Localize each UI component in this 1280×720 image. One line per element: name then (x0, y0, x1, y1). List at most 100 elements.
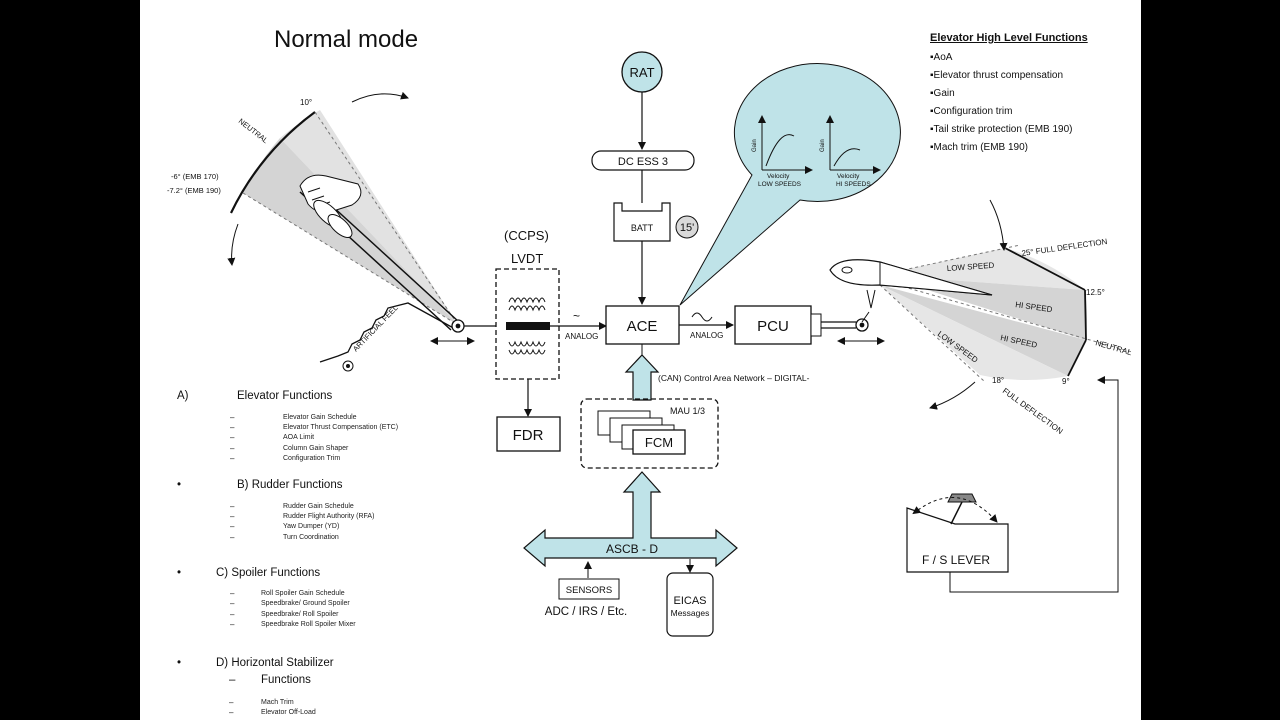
rat-label: RAT (629, 65, 654, 80)
ascb-bus (523, 471, 738, 568)
section-heading: B) Rudder Functions (237, 479, 343, 491)
lvdt-block: (CCPS) LVDT ~ ANALOG (495, 228, 607, 417)
list-item: Yaw Dumper (YD) (283, 523, 340, 530)
hi-speed-curve (833, 148, 861, 167)
section-heading: D) Horizontal Stabilizer (216, 657, 334, 669)
list-dash: – (230, 589, 235, 598)
dc-ess-label: DC ESS 3 (618, 156, 668, 168)
ace-label: ACE (627, 318, 658, 335)
list-dash: – (230, 454, 235, 463)
high-level-item: ▪AoA (930, 52, 953, 63)
list-item: Elevator Off-Load (261, 709, 316, 716)
section-bullet: • (177, 567, 182, 579)
battery-box (613, 202, 671, 242)
elevator-hi-speed-down (880, 285, 1086, 376)
list-dash: – (229, 698, 234, 707)
elevator-surface: 25° FULL DEFLECTION LOW SPEED HI SPEED 1… (829, 199, 1133, 436)
hi-speeds-label: HI SPEEDS (836, 181, 871, 188)
elevator-travel-arc (1004, 247, 1087, 377)
list-item: Speedbrake/ Ground Spoiler (261, 600, 350, 607)
elevator-full-deflection-down: FULL DEFLECTION (1001, 386, 1065, 436)
list-dash: – (230, 423, 235, 432)
elevator-low-speed-up (880, 248, 1085, 290)
gain-callout (679, 63, 901, 306)
list-dash: – (230, 599, 235, 608)
sensors-label: SENSORS (566, 585, 612, 596)
eicas-box (666, 572, 714, 637)
section-bullet: A) (177, 390, 189, 402)
column-travel-arc (230, 111, 316, 214)
fcm-label: FCM (645, 435, 673, 450)
pcu-label: PCU (757, 318, 789, 335)
elevator-mid-up-label: 12.5° (1086, 288, 1105, 297)
list-dash: – (230, 444, 235, 453)
elevator-down-arrow (929, 381, 976, 410)
fs-lever-feedback-line (949, 376, 1119, 593)
dc-ess-box (591, 150, 695, 171)
artificial-feel-label: ARTIFICIAL FEEL (351, 303, 400, 353)
battery-label: BATT (631, 223, 654, 233)
column-angle-up: 10° (300, 98, 312, 107)
list-dash: – (230, 533, 235, 542)
analog-wave-icon (691, 312, 713, 322)
list-item: Elevator Gain Schedule (283, 414, 357, 421)
low-speed-curve (765, 134, 795, 167)
list-item: Configuration Trim (283, 455, 341, 462)
column-down-170: -6° (EMB 170) (171, 172, 219, 181)
list-item: Roll Spoiler Gain Schedule (261, 590, 345, 597)
velocity-hi-label: Velocity (837, 173, 860, 180)
list-item: Turn Coordination (283, 534, 339, 541)
list-item: Mach Trim (261, 699, 294, 706)
column-down-190: -7.2° (EMB 190) (167, 186, 221, 195)
list-dash: – (230, 502, 235, 511)
gain-axis-label: Gain (752, 139, 758, 152)
gain-bubble: Gain Velocity LOW SPEEDS Gain Velocity H… (679, 63, 901, 306)
lvdt-core (506, 322, 550, 330)
artificial-feel-spring (319, 302, 458, 363)
section-heading: C) Spoiler Functions (216, 567, 321, 579)
list-dash: – (230, 512, 235, 521)
section-bullet: • (177, 479, 182, 491)
list-item: Column Gain Shaper (283, 445, 349, 452)
can-bus-arrow (624, 354, 660, 401)
control-column: 10° NEUTRAL -6° (EMB 170) -7.2° (EMB 190… (167, 91, 475, 372)
elevator-down-18-label: 18° (992, 376, 1004, 385)
high-level-item: ▪Elevator thrust compensation (930, 70, 1064, 81)
mau-label: MAU 1/3 (670, 406, 705, 416)
eicas-label: EICAS (673, 595, 706, 607)
page-title: Normal mode (274, 26, 419, 53)
diagram-sheet: Normal mode Elevator High Level Function… (140, 0, 1141, 720)
column-down-arrow (227, 223, 239, 266)
elevator-low-speed-up-label: LOW SPEED (947, 261, 995, 273)
pcu-box (734, 305, 812, 345)
pilot-hand-icon (299, 174, 362, 238)
analog-in-label: ANALOG (565, 332, 598, 341)
section-bullet: • (177, 657, 182, 669)
elevator-up-arrow (989, 199, 1008, 251)
battery-time-label: 15' (680, 222, 694, 234)
list-dash: – (230, 413, 235, 422)
high-level-item: ▪Mach trim (EMB 190) (930, 142, 1029, 153)
high-level-item: ▪Tail strike protection (EMB 190) (930, 124, 1073, 135)
analog-out-label: ANALOG (690, 331, 723, 340)
list-item: Rudder Flight Authority (RFA) (283, 513, 375, 520)
gain-axis-label-hi: Gain (820, 139, 826, 152)
list-item: Speedbrake/ Roll Spoiler (261, 611, 339, 618)
fdr-label: FDR (513, 427, 544, 444)
can-label: (CAN) Control Area Network – DIGITAL- (658, 373, 810, 383)
low-speeds-label: LOW SPEEDS (758, 181, 802, 188)
list-dash: – (230, 610, 235, 619)
column-neutral-label: NEUTRAL (237, 116, 270, 145)
list-dash: – (230, 522, 235, 531)
list-item: Speedbrake Roll Spoiler Mixer (261, 621, 356, 628)
ascb-label: ASCB - D (606, 542, 658, 556)
list-item: Elevator Thrust Compensation (ETC) (283, 424, 399, 431)
elevator-down-small-label: 9° (1062, 377, 1070, 386)
elevator-hi-speed-up (880, 275, 1087, 340)
column-upper-limit-line (314, 111, 459, 326)
list-item: Rudder Gain Schedule (283, 503, 354, 510)
elevator-horn (861, 289, 876, 323)
elevator-low-speed-down (880, 285, 1068, 380)
velocity-low-label: Velocity (767, 173, 790, 180)
fs-lever-knob (947, 493, 977, 503)
